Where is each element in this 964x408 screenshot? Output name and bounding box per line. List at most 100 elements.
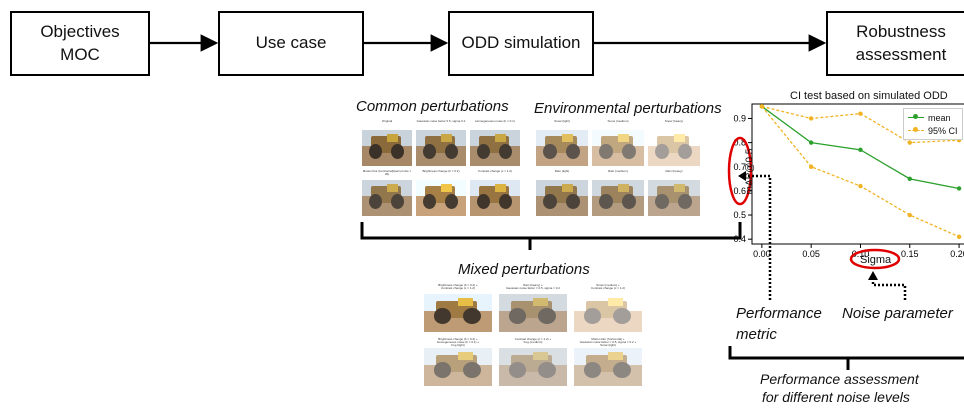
xlabel-highlight-ellipse (849, 248, 901, 270)
x-tick-label: 0.05 (802, 249, 820, 259)
common-thumbnail: Original (362, 120, 412, 166)
thumbnail-caption-line: Brightness change (b = 0.2) (422, 170, 460, 173)
use-case-box: Use case (218, 11, 364, 76)
odd-simulation-box: ODD simulation (448, 11, 594, 76)
thumbnail-caption: Rain (light) (536, 170, 588, 180)
thumbnail-caption-line: Motion blur (horizontal) + (591, 338, 625, 341)
y-tick-label: 0.5 (733, 210, 746, 220)
common-thumbnail: Contrast change (c = 1.2) (470, 170, 520, 216)
common-thumbnail: Gaussian noise factor 0.5, sigma 0.2 (416, 120, 466, 166)
environmental-thumbnail: Snow (medium) (592, 120, 644, 166)
data-point (907, 140, 912, 145)
truck-photo (470, 130, 520, 166)
truck-photo (416, 130, 466, 166)
truck-photo (424, 348, 492, 386)
thumbnail-caption-line: Snow (heavy) (664, 120, 684, 123)
environmental-perturbations-title: Environmental perturbations (534, 100, 722, 117)
data-point (956, 234, 962, 239)
thumbnail-caption-line: Homogeneous noise (b = 0.1) + (436, 340, 480, 344)
assessment-label-1: Performance assessment (760, 371, 919, 387)
data-point (907, 176, 912, 182)
truck-photo (362, 180, 412, 216)
mixed-thumbnail: Snow (medium) +Contrast change (c = 1.2) (574, 284, 642, 332)
data-point (907, 212, 912, 218)
thumbnail-caption: Gaussian noise factor 0.5, sigma 0.2 (416, 120, 466, 130)
environmental-perturbations-grid: Snow (light) Snow (medium) Snow (heavy) Rai… (536, 120, 700, 216)
data-point (808, 140, 814, 145)
thumbnail-caption: Rain (heavy) (648, 170, 700, 180)
common-perturbations-title: Common perturbations (356, 98, 509, 115)
thumbnail-caption: Brightness change (b = 0.2) +Homogeneous… (424, 338, 492, 348)
assessment-label-2: for different noise levels (762, 389, 910, 405)
environmental-thumbnail: Rain (medium) (592, 170, 644, 216)
common-thumbnail: Brightness change (b = 0.2) (416, 170, 466, 216)
thumbnail-caption: Contrast change (c = 1.2) (470, 170, 520, 180)
robustness-label: Robustness (856, 21, 946, 41)
mixed-thumbnail: Brightness change (b = 0.2) +Contrast ch… (424, 284, 492, 332)
y-tick-label: 0.4 (733, 234, 746, 244)
performance-metric-label-1: Performance (736, 305, 822, 322)
thumbnail-caption: Brightness change (b = 0.2) +Contrast ch… (424, 284, 492, 294)
x-tick-label: 0.00 (753, 249, 771, 259)
thumbnail-caption: Snow (heavy) (648, 120, 700, 130)
dotted-arrow-metric (746, 174, 772, 300)
thumbnail-caption-line: Gaussian noise factor = 0.5, sigma = 0.2… (579, 340, 637, 344)
truck-photo (648, 130, 700, 166)
mixed-thumbnail: Rain (heavy) +Gaussian noise factor = 0.… (499, 284, 567, 332)
environmental-thumbnail: Snow (light) (536, 120, 588, 166)
thumbnail-caption-line: Contrast change (c = 1.2) + (514, 338, 552, 341)
legend-item-ci: 95% CI (908, 124, 958, 137)
odd-simulation-label: ODD simulation (461, 33, 581, 53)
truck-photo (592, 180, 644, 216)
objectives-label: Objectives (40, 21, 120, 41)
chart-xlabel: Sigma (860, 254, 892, 266)
thumbnail-caption-line: Homogeneous noise (b = 0.1) (475, 120, 515, 123)
mixed-thumbnail: Brightness change (b = 0.2) +Homogeneous… (424, 338, 492, 386)
truck-photo (416, 180, 466, 216)
thumbnail-caption: Snow (medium) +Contrast change (c = 1.2) (574, 284, 642, 294)
thumbnail-caption-line: Brightness change (b = 0.2) + (438, 338, 478, 341)
chart-title: CI test based on simulated ODD (790, 90, 948, 102)
truck-photo (574, 294, 642, 332)
thumbnail-caption: Brightness change (b = 0.2) (416, 170, 466, 180)
thumbnail-caption-line: Rain (medium) (608, 170, 628, 173)
data-point (858, 147, 863, 153)
thumbnail-caption-line: Gaussian noise factor 0.5, sigma 0.2 (416, 120, 466, 123)
y-tick-label: 0.8 (733, 138, 746, 148)
chart-legend: mean 95% CI (903, 108, 963, 140)
thumbnail-caption-line: Motion blur (horizontal)(kernel size = 2… (362, 170, 412, 176)
x-tick-label: 0.20 (950, 249, 964, 259)
thumbnail-caption: Snow (medium) (592, 120, 644, 130)
assessment-label: assessment (855, 44, 947, 64)
thumbnail-caption-line: Contrast change (c = 1.2) (478, 170, 512, 173)
legend-ci-label: 95% CI (928, 125, 958, 136)
y-tick-label: 0.9 (733, 113, 746, 123)
thumbnail-caption: Rain (medium) (592, 170, 644, 180)
environmental-thumbnail: Snow (heavy) (648, 120, 700, 166)
data-point (858, 111, 863, 116)
thumbnail-caption-line: Original (381, 120, 393, 123)
thumbnail-caption-line: Snow (medium) + (596, 284, 620, 287)
assessment-brace (728, 346, 964, 370)
objectives-moc-box: Objectives MOC (10, 11, 150, 76)
thumbnail-caption: Original (362, 120, 412, 130)
x-tick-label: 0.15 (901, 249, 919, 259)
thumbnail-caption: Motion blur (horizontal) +Gaussian noise… (574, 338, 642, 348)
thumbnail-caption: Homogeneous noise (b = 0.1) (470, 120, 520, 130)
truck-photo (592, 130, 644, 166)
data-point (858, 183, 863, 189)
common-thumbnail: Homogeneous noise (b = 0.1) (470, 120, 520, 166)
perturbation-brace (360, 222, 742, 250)
performance-metric-label-2: metric (736, 326, 777, 343)
truck-photo (648, 180, 700, 216)
thumbnail-caption-line: Fog (light) (451, 343, 465, 347)
mixed-perturbations-title: Mixed perturbations (458, 261, 590, 278)
common-thumbnail: Motion blur (horizontal)(kernel size = 2… (362, 170, 412, 216)
truck-photo (536, 130, 588, 166)
ylabel-highlight-ellipse (727, 136, 753, 206)
thumbnail-caption: Snow (light) (536, 120, 588, 130)
thumbnail-caption-line: Brightness change (b = 0.2) + (438, 284, 478, 287)
thumbnail-caption-line: Contrast change (c = 1.2) (591, 286, 625, 290)
